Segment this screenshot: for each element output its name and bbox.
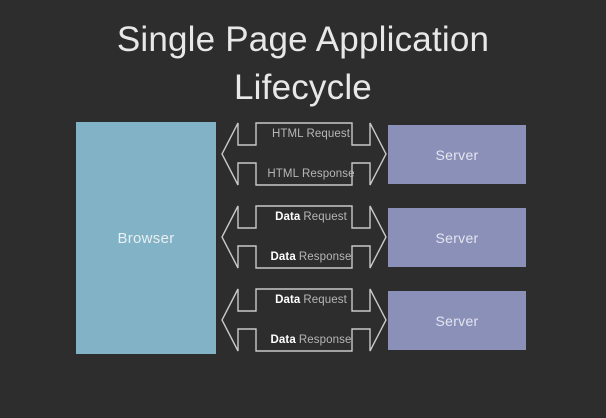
server-box-1-label: Server [435,146,479,163]
page-title: Single Page Application Lifecycle [116,20,490,107]
server-box-2-label: Server [435,229,479,246]
server-box-3[interactable]: Server [388,291,526,350]
exchange-arrow-group-1: HTML Request HTML Response [220,115,388,193]
server-box-2[interactable]: Server [388,208,526,267]
double-arrow-icon [221,288,387,352]
double-arrow-icon [221,205,387,269]
server-box-1[interactable]: Server [388,125,526,184]
browser-box-label: Browser [117,229,175,247]
double-arrow-icon [221,122,387,186]
browser-box[interactable]: Browser [76,122,216,354]
server-box-3-label: Server [435,312,479,329]
